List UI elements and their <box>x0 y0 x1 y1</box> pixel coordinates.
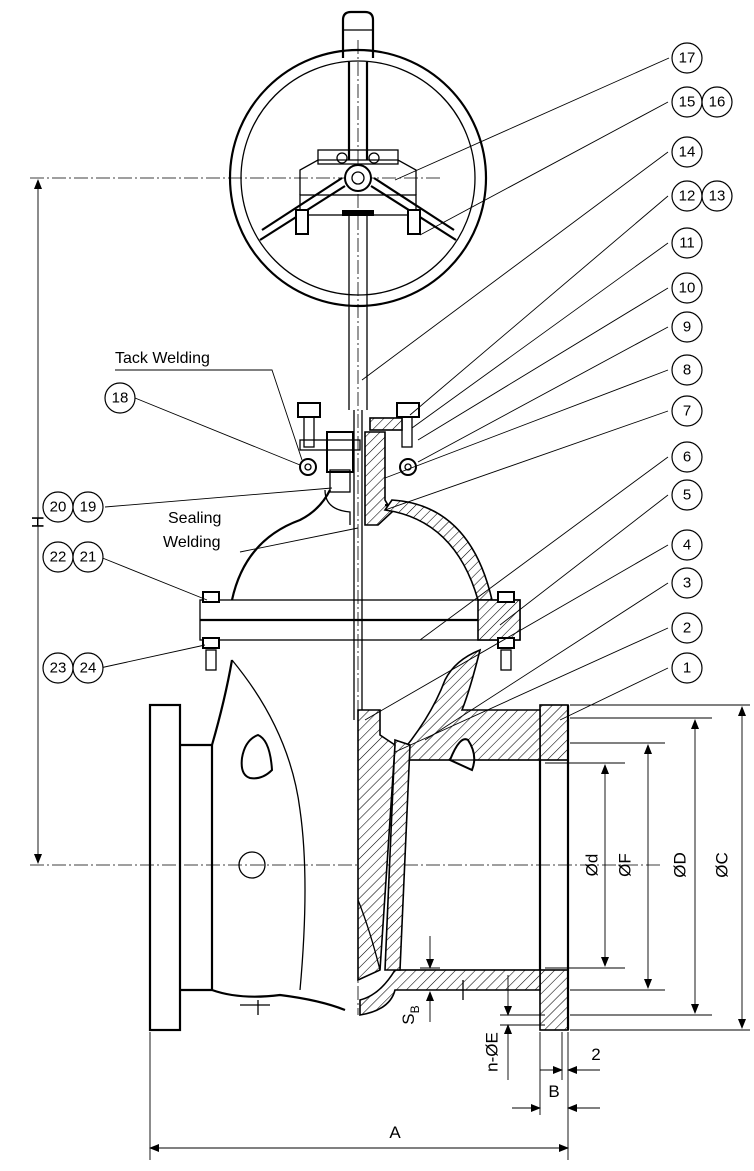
valve-body <box>148 648 570 1032</box>
bonnet <box>199 489 521 671</box>
callout-20: 20 <box>42 491 74 523</box>
dim-2: 2 <box>591 1045 600 1064</box>
svg-text:20: 20 <box>50 499 67 516</box>
svg-text:11: 11 <box>679 235 695 252</box>
yoke-gland <box>297 402 420 526</box>
dim-nE: n-ØE <box>483 1032 502 1072</box>
svg-text:1: 1 <box>683 660 691 677</box>
callout-4: 4 <box>671 529 703 561</box>
svg-text:23: 23 <box>50 660 67 677</box>
svg-text:10: 10 <box>679 280 696 297</box>
dim-F: ØF <box>616 853 635 877</box>
dim-D: ØD <box>671 852 690 878</box>
callout-13: 13 <box>701 180 733 212</box>
callout-1: 1 <box>671 652 703 684</box>
notes: Tack Welding Sealing Welding <box>115 350 221 551</box>
svg-text:6: 6 <box>683 449 691 466</box>
callout-11: 11 <box>671 227 703 259</box>
callout-7: 7 <box>671 395 703 427</box>
svg-text:3: 3 <box>683 575 691 592</box>
callout-16: 16 <box>701 86 733 118</box>
note-sealing: Sealing <box>168 510 221 527</box>
callout-24: 24 <box>72 652 104 684</box>
callout-5: 5 <box>671 479 703 511</box>
callout-22: 22 <box>42 541 74 573</box>
svg-text:22: 22 <box>50 549 67 566</box>
leader-lines <box>99 57 670 753</box>
svg-text:24: 24 <box>80 660 97 677</box>
dimensions: H A B 2 Ød ØF ØD ØC <box>29 179 750 1160</box>
callout-12: 12 <box>671 180 703 212</box>
dim-d: Ød <box>583 854 602 877</box>
callout-3: 3 <box>671 567 703 599</box>
callout-8: 8 <box>671 354 703 386</box>
callout-2: 2 <box>671 612 703 644</box>
svg-text:4: 4 <box>683 537 691 554</box>
svg-text:14: 14 <box>679 144 696 161</box>
note-tack-welding: Tack Welding <box>115 350 210 367</box>
callout-19: 19 <box>72 491 104 523</box>
dim-B: B <box>548 1082 559 1101</box>
dim-H: H <box>29 516 48 528</box>
note-welding: Welding <box>163 534 221 551</box>
callout-18: 18 <box>104 382 136 414</box>
callout-17: 17 <box>671 42 703 74</box>
svg-text:7: 7 <box>683 403 691 420</box>
svg-text:2: 2 <box>683 620 691 637</box>
svg-text:5: 5 <box>683 487 691 504</box>
svg-text:15: 15 <box>679 94 696 111</box>
svg-text:8: 8 <box>683 362 691 379</box>
dim-SB: SB <box>399 1005 422 1024</box>
dim-A: A <box>389 1123 401 1142</box>
svg-text:9: 9 <box>683 319 691 336</box>
svg-text:13: 13 <box>709 188 726 205</box>
svg-text:17: 17 <box>679 50 696 67</box>
callout-14: 14 <box>671 136 703 168</box>
dim-C: ØC <box>713 852 732 878</box>
part-callouts: 17 15 16 14 12 13 11 10 9 8 7 6 5 4 3 2 … <box>42 42 733 684</box>
callout-10: 10 <box>671 272 703 304</box>
handwheel <box>228 10 488 308</box>
callout-9: 9 <box>671 311 703 343</box>
callout-23: 23 <box>42 652 74 684</box>
svg-text:21: 21 <box>80 549 97 566</box>
svg-text:12: 12 <box>679 188 696 205</box>
svg-text:19: 19 <box>80 499 97 516</box>
callout-15: 15 <box>671 86 703 118</box>
svg-text:16: 16 <box>709 94 726 111</box>
svg-text:18: 18 <box>112 390 129 407</box>
callout-6: 6 <box>671 441 703 473</box>
callout-21: 21 <box>72 541 104 573</box>
